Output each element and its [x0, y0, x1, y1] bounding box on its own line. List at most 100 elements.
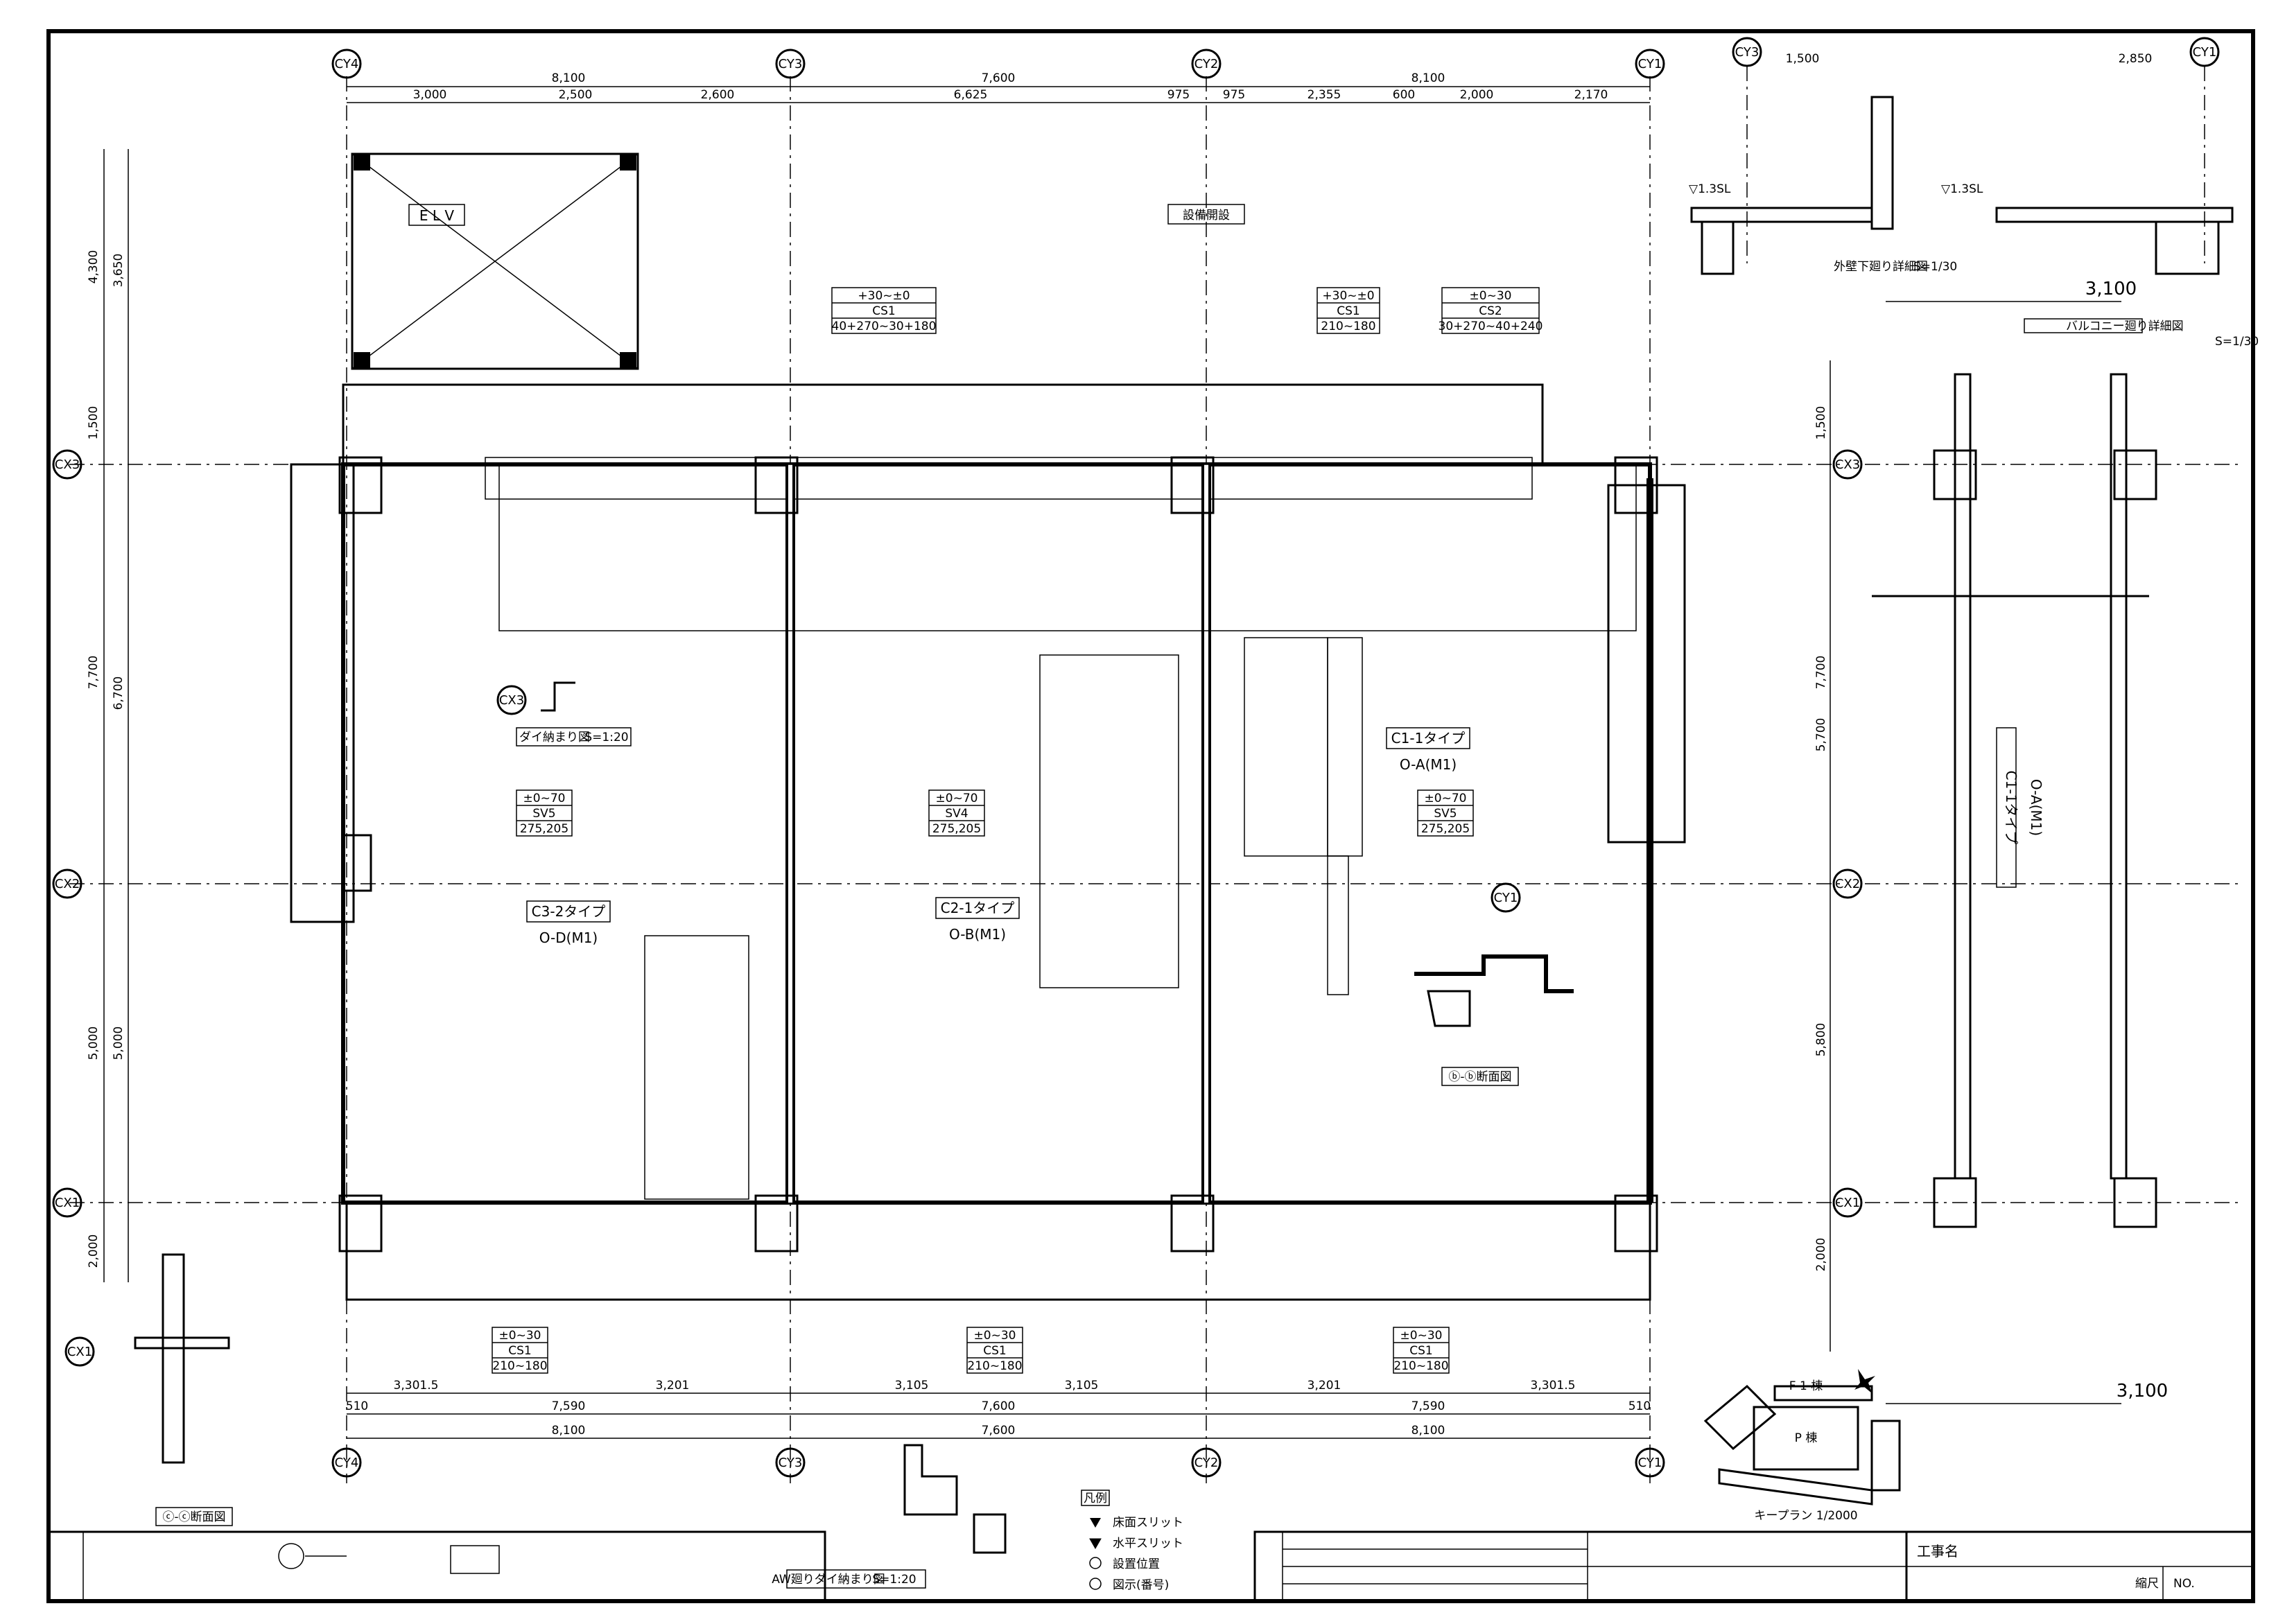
- elevator-shaft: E L V: [351, 152, 639, 370]
- left-dimensions: 4,300 1,500 7,700 5,000 2,000 3,650 6,70…: [87, 149, 129, 1282]
- section-bb-detail: CY1 ⓑ-ⓑ断面図: [1414, 882, 1574, 1086]
- svg-text:AW廻りダイ納まり図: AW廻りダイ納まり図: [772, 1573, 885, 1587]
- svg-text:キープラン 1/2000: キープラン 1/2000: [1754, 1509, 1857, 1523]
- finish-tag: ±0~70 SV5 275,205: [1417, 789, 1474, 837]
- dim-label: 600: [1393, 88, 1415, 102]
- grid-label: CY1: [1638, 57, 1662, 71]
- grid-label: CY3: [779, 1456, 803, 1470]
- svg-text:CS1: CS1: [872, 304, 895, 318]
- grid-label: CY3: [779, 57, 803, 71]
- upper-slab-zone: [498, 464, 1637, 631]
- title-block: 工事名 縮尺 NO.: [1253, 1530, 2254, 1603]
- dim-label: 1,500: [87, 406, 101, 440]
- no-label: NO.: [2173, 1577, 2195, 1591]
- cross-hatch-area-2: [1039, 654, 1179, 988]
- structure-walls: [341, 462, 1653, 1205]
- dim-label: 8,100: [1411, 71, 1445, 85]
- dim-label: 7,600: [982, 1399, 1016, 1413]
- svg-text:CS2: CS2: [1479, 304, 1502, 318]
- svg-text:±0~30: ±0~30: [1400, 1329, 1443, 1343]
- svg-text:CY3: CY3: [1735, 45, 1759, 60]
- svg-text:ⓒ-ⓒ断面図: ⓒ-ⓒ断面図: [162, 1510, 225, 1524]
- right-dimensions: 1,500 7,700 5,700 5,800 2,000: [1814, 360, 1831, 1352]
- svg-text:3,100: 3,100: [2117, 1381, 2168, 1402]
- svg-text:CX3: CX3: [499, 693, 524, 708]
- top-corridor: [342, 383, 1544, 466]
- svg-text:3,100: 3,100: [2085, 279, 2137, 299]
- svg-text:S=1/30: S=1/30: [1913, 260, 1957, 274]
- svg-text:S=1/30: S=1/30: [2215, 335, 2259, 349]
- finish-tag: ±0~70 SV4 275,205: [928, 789, 985, 837]
- parapet-detail: CY3 ▽1.3SL 外壁下廻り詳細図 S=1/30 1,500: [1689, 37, 1957, 275]
- grid-bubbles-right: CX3 CX2 CX1: [1832, 449, 1863, 1218]
- dim-label: 7,590: [1411, 1399, 1445, 1413]
- svg-text:±0~30: ±0~30: [974, 1329, 1016, 1343]
- svg-text:275,205: 275,205: [932, 822, 981, 836]
- dim-label: 3,000: [413, 88, 447, 102]
- svg-text:210~180: 210~180: [1321, 320, 1375, 333]
- svg-text:±0~70: ±0~70: [523, 792, 566, 805]
- room-type-c3: C3-2タイプ: [532, 903, 606, 920]
- dim-label: 8,100: [552, 1424, 586, 1438]
- svg-text:設置位置: 設置位置: [1113, 1557, 1160, 1571]
- svg-text:SV4: SV4: [945, 807, 968, 821]
- svg-text:C1-1タイプ: C1-1タイプ: [2003, 771, 2019, 845]
- grid-bubbles-left: CX3 CX2 CX1: [52, 449, 82, 1218]
- svg-text:SV5: SV5: [532, 807, 555, 821]
- svg-text:▽1.3SL: ▽1.3SL: [1689, 182, 1731, 196]
- dim-label: 2,355: [1307, 88, 1341, 102]
- room-type-c1: C1-1タイプ: [1391, 730, 1466, 746]
- dim-label: 3,105: [895, 1379, 929, 1392]
- svg-text:210~180: 210~180: [492, 1359, 547, 1373]
- svg-text:±0~30: ±0~30: [1470, 289, 1512, 303]
- dim-label: 4,300: [87, 250, 101, 284]
- svg-text:ダイ納まり図: ダイ納まり図: [519, 731, 590, 744]
- svg-text:水平スリット: 水平スリット: [1113, 1537, 1183, 1551]
- dim-label: 2,000: [1814, 1238, 1828, 1272]
- finish-tag: ±0~70 SV5 275,205: [516, 789, 573, 837]
- dim-label: 3,201: [656, 1379, 690, 1392]
- grid-label: CX3: [1835, 457, 1860, 472]
- finish-tag: ±0~30 CS2 30+270~40+240: [1439, 287, 1543, 334]
- dim-label: 510: [1628, 1399, 1651, 1413]
- room-code-c3: O-D(M1): [539, 929, 598, 946]
- dim-label: 3,301.5: [394, 1379, 439, 1392]
- dim-label: 7,600: [982, 71, 1016, 85]
- room-type-c2: C2-1タイプ: [941, 900, 1015, 916]
- svg-text:CY1: CY1: [2193, 45, 2217, 60]
- dim-label: 3,301.5: [1531, 1379, 1576, 1392]
- finish-tag: +30~±0 CS1 210~180: [1317, 287, 1380, 334]
- svg-text:30+270~40+240: 30+270~40+240: [1439, 320, 1543, 333]
- balcony-edge-detail: CY1 ▽1.3SL 2,850: [1941, 37, 2234, 275]
- dim-label: 5,800: [1814, 1023, 1828, 1057]
- dim-label: 510: [346, 1399, 368, 1413]
- dim-label: 3,105: [1065, 1379, 1099, 1392]
- svg-text:CS1: CS1: [983, 1344, 1006, 1358]
- room-label-elv: E L V: [419, 207, 454, 224]
- room-code-c2: O-B(M1): [949, 926, 1006, 943]
- detail-dobuki-callout: CX3 ダイ納まり図 S=1:20: [496, 681, 632, 746]
- grid-lines: [69, 76, 2239, 1483]
- dim-label: 2,000: [87, 1234, 101, 1268]
- svg-text:S=1:20: S=1:20: [872, 1573, 916, 1587]
- svg-text:CS1: CS1: [1337, 304, 1359, 318]
- dim-label: 5,000: [112, 1027, 125, 1060]
- svg-text:F 1 棟: F 1 棟: [1789, 1379, 1823, 1393]
- dim-label: 7,700: [1814, 656, 1828, 690]
- sheet-border: [46, 29, 2255, 1603]
- dim-label: 2,000: [1460, 88, 1494, 102]
- svg-text:ⓑ-ⓑ断面図: ⓑ-ⓑ断面図: [1448, 1070, 1511, 1084]
- finish-tag: ±0~30 CS1 210~180: [1393, 1327, 1450, 1374]
- columns: [338, 456, 1658, 1252]
- room-label-equipment: 設備開設: [1183, 209, 1230, 222]
- dim-label: 1,500: [1814, 406, 1828, 440]
- grid-label: CX2: [1835, 877, 1860, 891]
- dim-label: 2,500: [559, 88, 593, 102]
- legend: 凡例 床面スリット 水平スリット 設置位置 図示(番号): [1081, 1490, 1183, 1592]
- svg-text:床面スリット: 床面スリット: [1113, 1516, 1183, 1530]
- dim-label: 2,600: [701, 88, 735, 102]
- svg-text:CS1: CS1: [1409, 1344, 1432, 1358]
- finish-tag: +30~±0 CS1 40+270~30+180: [831, 287, 937, 334]
- dim-label: 6,625: [954, 88, 988, 102]
